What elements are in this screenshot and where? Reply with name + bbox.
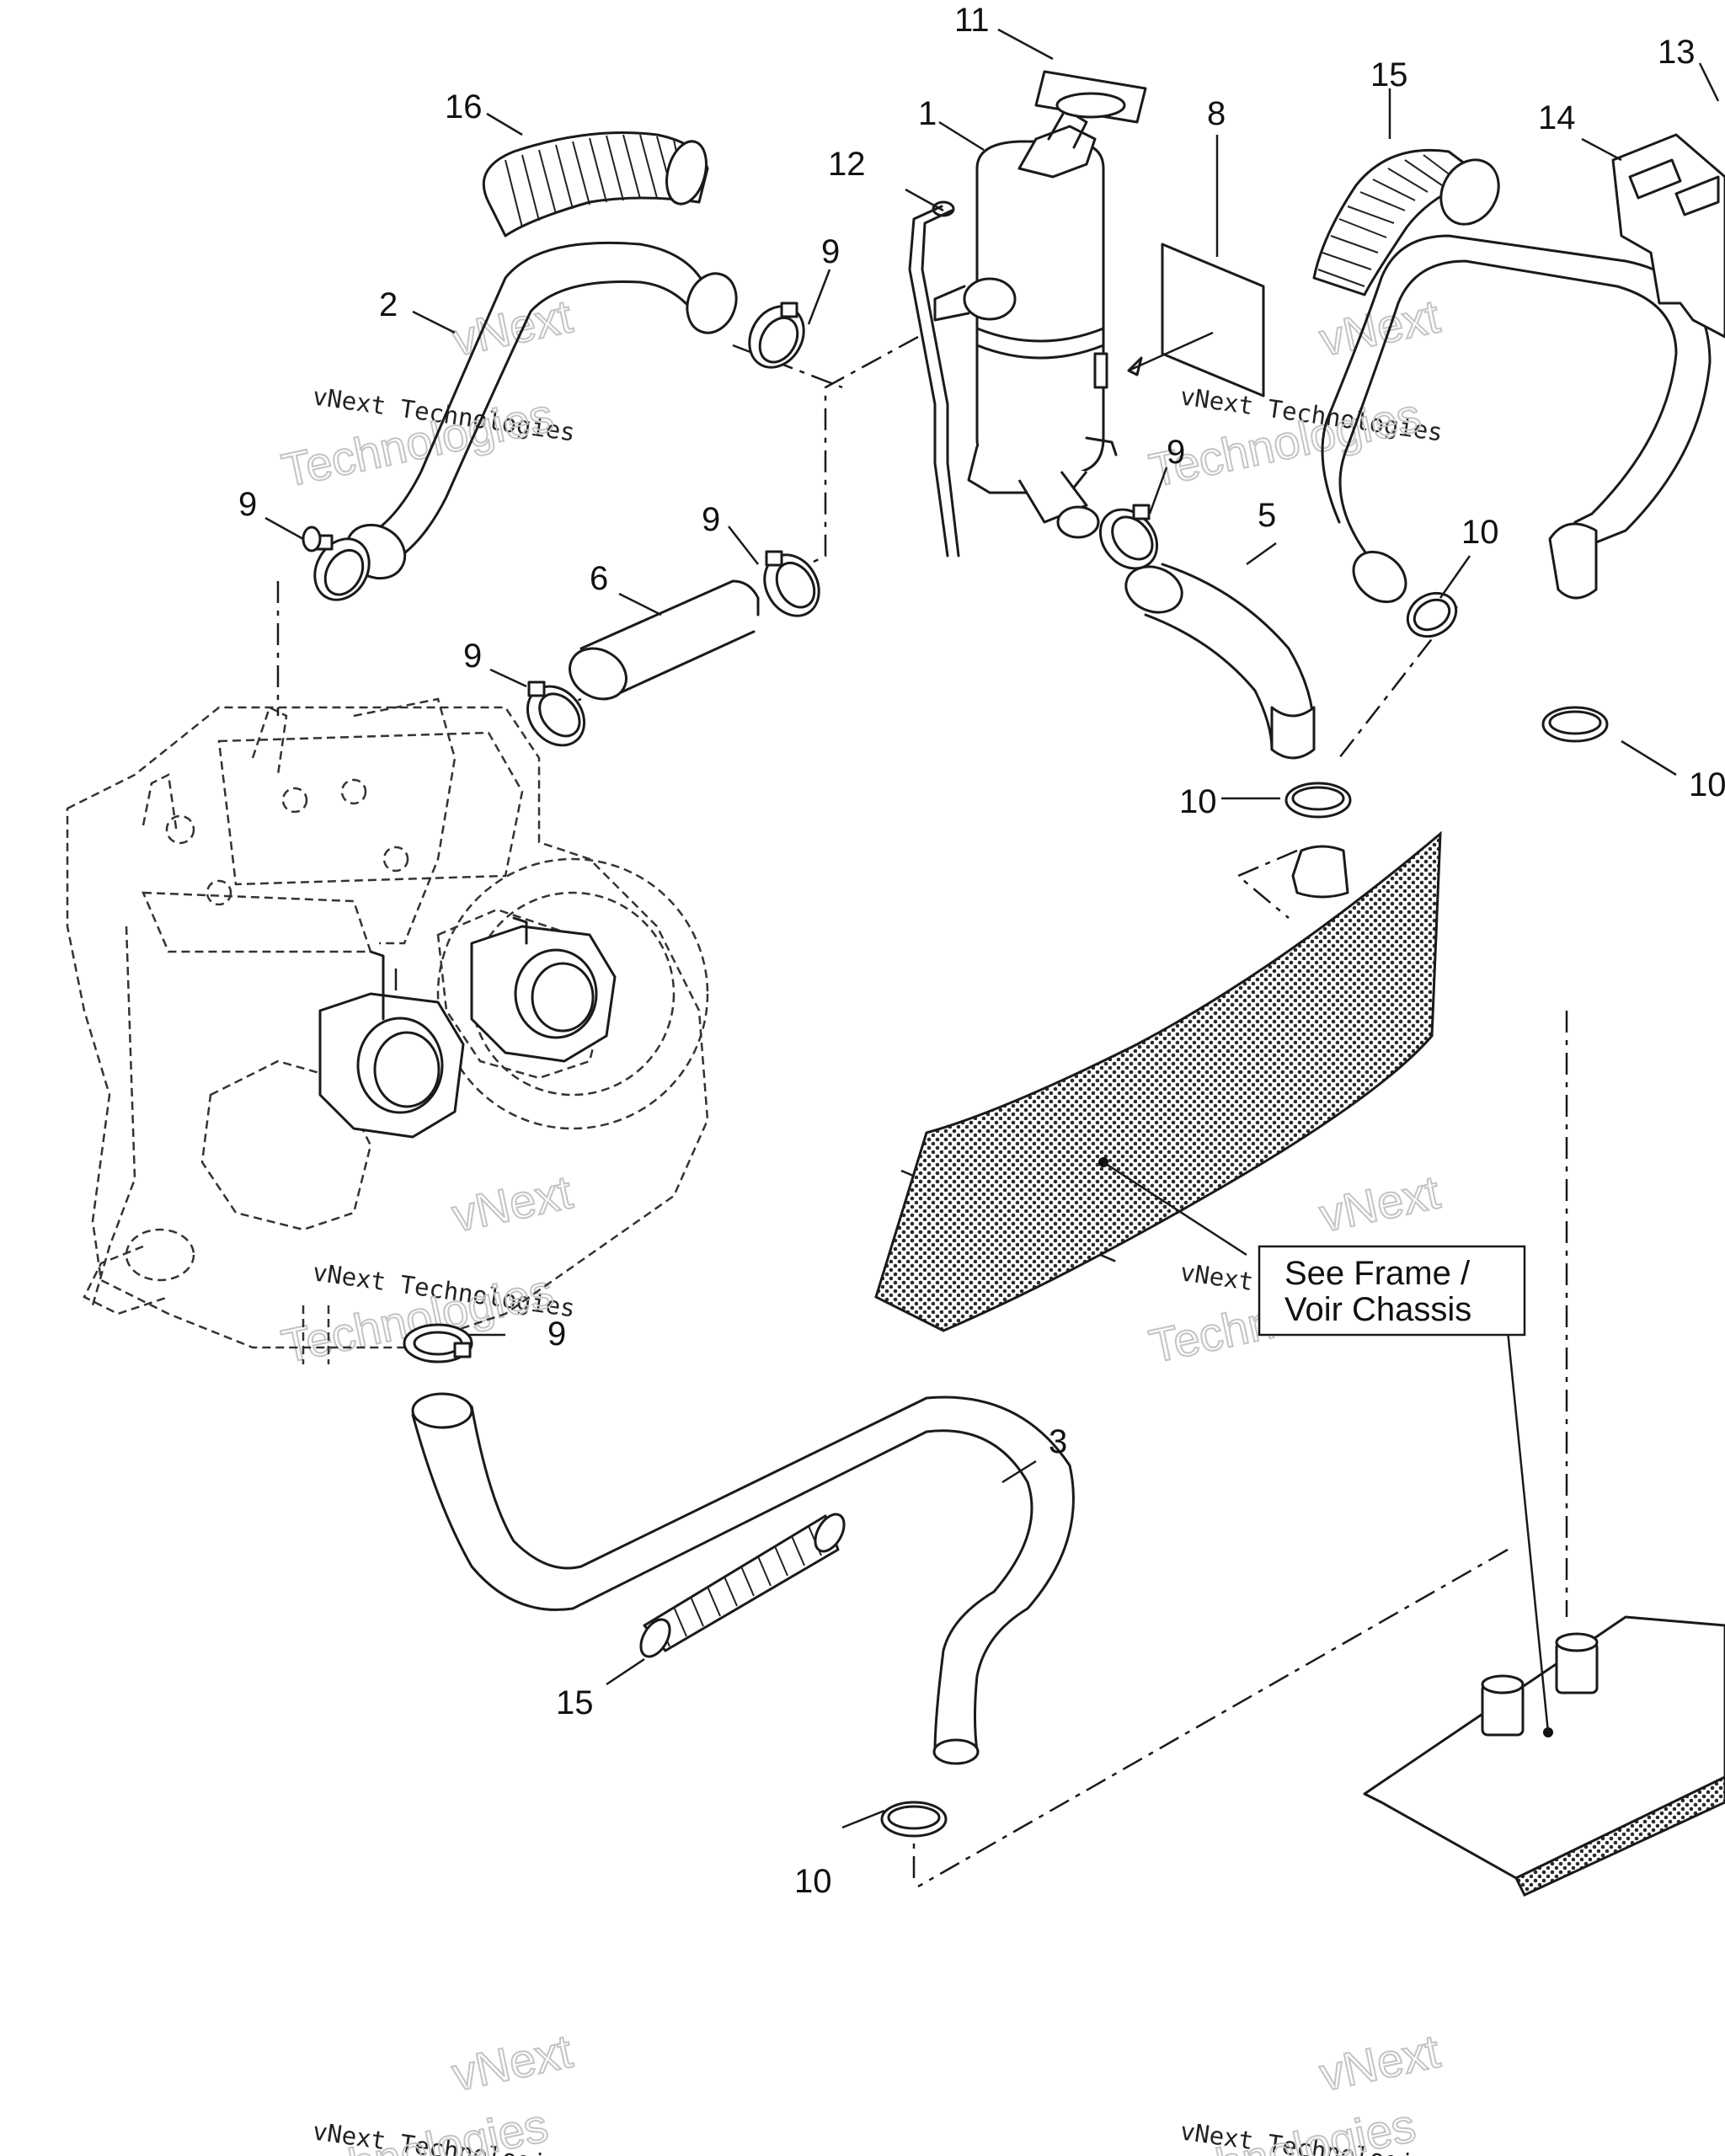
label-sticker bbox=[1127, 243, 1265, 398]
clamp-tank-outlet bbox=[1098, 504, 1159, 570]
sleeve-16 bbox=[482, 131, 709, 237]
callout-9-clamp-left: 9 bbox=[238, 486, 257, 523]
hose-right-loop bbox=[1321, 234, 1712, 604]
watermark-line1: vNext bbox=[447, 2024, 577, 2100]
watermark-bottom-right: vNext Technologies vNext Technologies bbox=[1139, 2023, 1445, 2156]
callout-9-clamp-upper: 9 bbox=[821, 233, 840, 270]
callout-2: 2 bbox=[379, 286, 398, 323]
watermark-bottom-left: vNext Technologies vNext Technologies bbox=[271, 2023, 578, 2156]
clamp-hose-upper bbox=[748, 302, 805, 369]
clamps bbox=[302, 302, 1159, 1364]
callout-5: 5 bbox=[1258, 497, 1276, 534]
note-line-1: See Frame / bbox=[1284, 1255, 1471, 1292]
callout-1: 1 bbox=[918, 95, 937, 132]
heat-exchanger-front bbox=[874, 830, 1442, 1332]
watermark-top-left: vNext Technologies vNext Technologies bbox=[276, 288, 578, 498]
coolant-reservoir bbox=[933, 108, 1118, 539]
engine-outlets bbox=[318, 916, 617, 1139]
ring-loop-end bbox=[1406, 591, 1458, 638]
rings bbox=[880, 591, 1609, 1838]
see-frame-note: See Frame / Voir Chassis bbox=[1258, 1245, 1526, 1337]
reservoir-cap bbox=[1034, 70, 1147, 124]
engine-block bbox=[66, 697, 709, 1364]
sleeve-15-top bbox=[1312, 148, 1500, 296]
watermark-line1: vNext bbox=[447, 289, 577, 366]
callout-10-right: 10 bbox=[1689, 766, 1725, 803]
ring-bottom bbox=[880, 1801, 948, 1838]
callout-15-bottom: 15 bbox=[556, 1684, 594, 1721]
clamp-left-hose bbox=[313, 534, 371, 601]
heat-exchanger-rear bbox=[1363, 1330, 1725, 1897]
hose-tank-to-radiator bbox=[1124, 563, 1316, 760]
ring-radiator-left bbox=[1284, 782, 1352, 819]
callout-12: 12 bbox=[828, 146, 866, 183]
note-line-2: Voir Chassis bbox=[1284, 1291, 1471, 1328]
clamp-engine-outlet bbox=[403, 1323, 473, 1364]
watermark-line1: vNext bbox=[1315, 1165, 1445, 1241]
clamp-small bbox=[302, 526, 322, 552]
callout-14: 14 bbox=[1538, 99, 1576, 136]
callout-9-clamp-engine: 9 bbox=[463, 638, 482, 675]
watermark-line1: vNext bbox=[1315, 2024, 1445, 2100]
hose-short-straight bbox=[569, 579, 760, 701]
callout-9-clamp-outlet: 9 bbox=[547, 1315, 566, 1353]
overflow-hose bbox=[908, 200, 960, 558]
watermarks: vNext Technologies vNext Technologies vN… bbox=[271, 288, 1445, 2156]
callout-10-radiator: 10 bbox=[1179, 783, 1217, 820]
watermark-line1: vNext bbox=[447, 1165, 577, 1241]
callout-6: 6 bbox=[590, 560, 608, 597]
callout-9-clamp-tank: 9 bbox=[1167, 434, 1185, 471]
sleeve-15-bottom bbox=[639, 1513, 846, 1658]
ring-right bbox=[1541, 706, 1609, 743]
callout-8: 8 bbox=[1207, 95, 1226, 132]
callout-9-clamp-short: 9 bbox=[702, 501, 720, 538]
callout-16: 16 bbox=[445, 88, 483, 125]
callout-15-top: 15 bbox=[1370, 56, 1408, 93]
callout-13: 13 bbox=[1658, 34, 1696, 71]
callout-labels: 1 2 3 5 6 8 9 9 9 9 9 9 9 10 10 10 10 11… bbox=[238, 2, 1725, 1900]
clamp-short-hose bbox=[763, 550, 820, 617]
clamp-engine-inlet bbox=[526, 680, 586, 747]
hose-lower bbox=[411, 1392, 1075, 1765]
callout-10-bottom: 10 bbox=[794, 1863, 832, 1900]
callout-10-loop: 10 bbox=[1461, 514, 1499, 551]
bracket-14 bbox=[1611, 133, 1725, 339]
callout-11: 11 bbox=[954, 2, 990, 39]
callout-3: 3 bbox=[1049, 1423, 1067, 1460]
callout-leaders bbox=[264, 28, 1720, 1829]
